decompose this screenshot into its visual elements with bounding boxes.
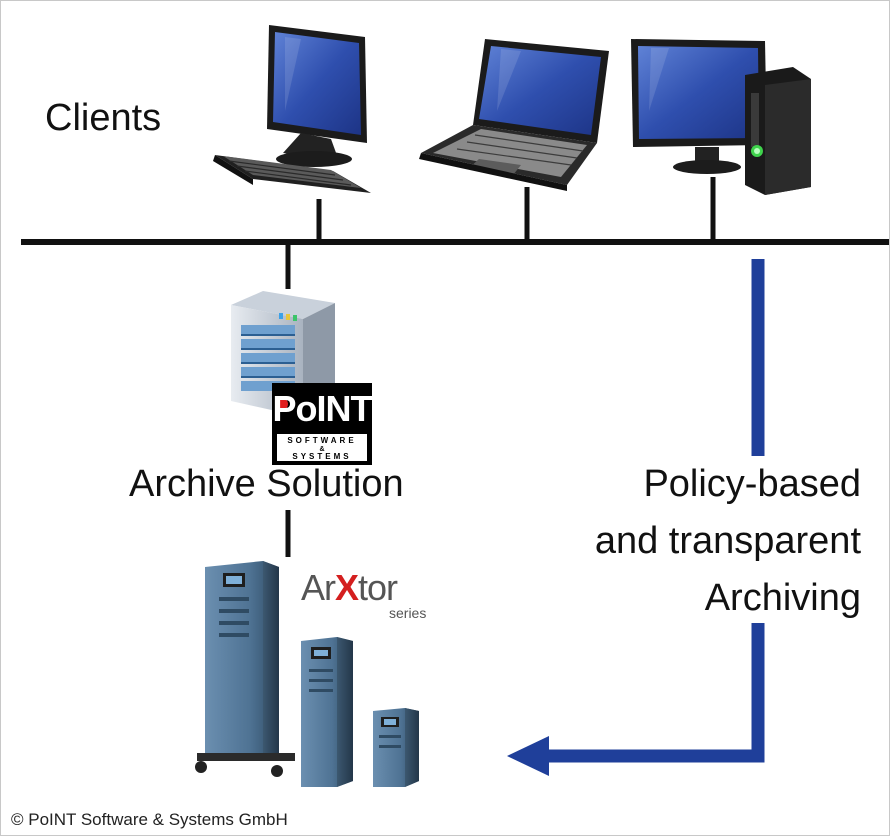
point-logo-sub2: & — [319, 446, 324, 453]
policy-archiving-label: Policy-based and transparent Archiving — [595, 456, 861, 627]
policy-label-line: and transparent — [594, 520, 861, 562]
point-logo-text: PoINT — [273, 388, 373, 429]
desktop-computer-icon — [213, 25, 371, 193]
laptop-icon — [419, 39, 609, 191]
policy-label-line: Policy-based — [643, 463, 861, 505]
flow-line-bottom — [546, 623, 765, 763]
arxtor-prefix: Ar — [301, 567, 336, 608]
arxtor-suffix: tor — [358, 567, 398, 608]
arxtor-logo: ArXtor series — [301, 567, 431, 627]
copyright-notice: © PoINT Software & Systems GmbH — [11, 810, 288, 829]
flow-arrowhead — [507, 736, 549, 776]
policy-label-line: Archiving — [704, 577, 861, 619]
archive-solution-label: Archive Solution — [129, 463, 404, 505]
storage-cabinet-icon — [195, 561, 419, 787]
point-logo-sub3: SYSTEMS — [292, 452, 351, 461]
point-logo-dot — [276, 398, 288, 410]
arxtor-series: series — [389, 605, 427, 621]
tower-pc-icon — [631, 39, 811, 195]
arxtor-x: X — [335, 567, 359, 608]
server-icon — [231, 291, 335, 417]
point-logo-sub1: SOFTWARE — [287, 436, 356, 445]
point-logo: PoINT SOFTWARE & SYSTEMS — [272, 383, 374, 465]
clients-label: Clients — [45, 97, 162, 139]
